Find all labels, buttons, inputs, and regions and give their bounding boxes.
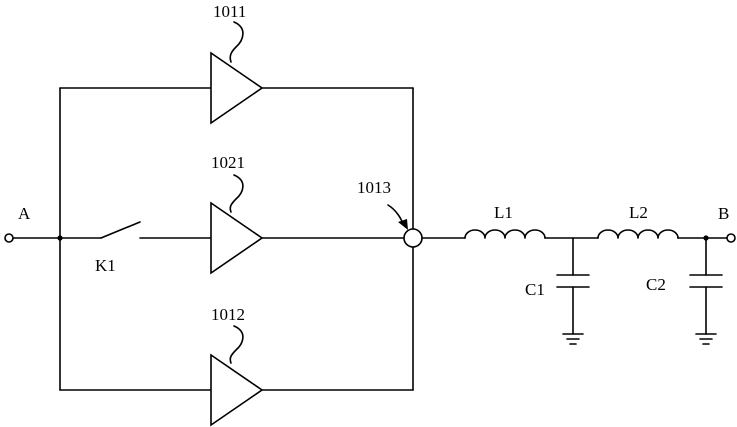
inductor-l2 (597, 229, 679, 239)
label-a: A (18, 204, 31, 223)
inductor-l1 (464, 229, 546, 239)
leader-1011 (229, 21, 244, 63)
amplifier-1021 (210, 201, 264, 275)
switch-k1 (100, 221, 141, 239)
label-l2: L2 (629, 203, 648, 222)
amplifier-1012 (210, 353, 264, 427)
terminal-a (4, 233, 14, 243)
terminal-b (726, 233, 736, 243)
leader-1021 (229, 174, 244, 213)
label-l1: L1 (494, 203, 513, 222)
label-1012: 1012 (211, 305, 245, 324)
combiner-1013 (403, 228, 423, 248)
label-1011: 1011 (213, 2, 246, 21)
label-c1: C1 (525, 280, 545, 299)
label-k1: K1 (95, 256, 116, 275)
amplifier-1011 (210, 51, 264, 125)
ground-icon (695, 333, 717, 345)
label-b: B (718, 204, 729, 223)
label-1013: 1013 (357, 178, 391, 197)
ground-icon (562, 333, 584, 345)
arrow-head-1013 (398, 219, 408, 230)
leader-1012 (229, 325, 244, 364)
label-1021: 1021 (211, 153, 245, 172)
label-c2: C2 (646, 275, 666, 294)
